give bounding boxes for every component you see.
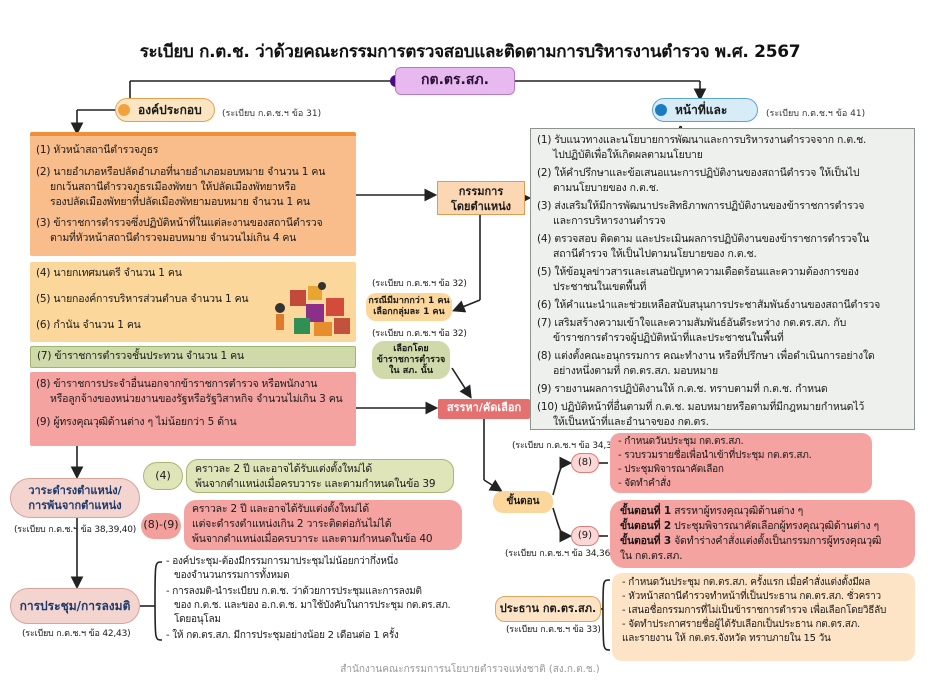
stage-label: ขั้นตอน — [493, 491, 553, 513]
chair-ref: (ระเบียบ ก.ต.ช.ฯ ข้อ 33) — [506, 625, 601, 635]
puzzle-illustration-icon — [275, 282, 350, 336]
more-than-one-pill: กรณีมีมากกว่า 1 คน เลือกกลุ่มละ 1 คน — [366, 293, 452, 321]
duty-item-2: (2) ให้คำปรึกษาและข้อเสนอแนะการปฏิบัติงา… — [537, 167, 860, 194]
composition-item-5: (5) นายกองค์การบริหารส่วนตำบล จำนวน 1 คน — [36, 293, 249, 305]
stage-8-item: - รวบรวมรายชื่อเพื่อนำเข้าที่ประชุม กต.ต… — [618, 450, 812, 461]
chair-item: - หัวหน้าสถานีตำรวจทำหน้าที่เป็นประธาน ก… — [622, 591, 881, 602]
composition-group-pink: (8) ข้าราชการประจำอื่นนอกจากข้าราชการตำร… — [30, 372, 356, 446]
chair-item: - จัดทำประกาศรายชื่อผู้ได้รับเลือกเป็นปร… — [622, 619, 860, 630]
stage-9-step-1: ขั้นตอนที่ 1 สรรหาผู้ทรงคุณวุฒิด้านต่าง … — [620, 505, 804, 517]
composition-item-1: (1) หัวหน้าสถานีตำรวจภูธร — [36, 144, 159, 156]
meeting-ref: (ระเบียบ ก.ต.ช.ฯ ข้อ 42,43) — [22, 629, 131, 639]
chosen-by-police-pill: เลือกโดย ข้าราชการตำรวจ ใน สภ. นั้น — [372, 341, 450, 379]
meeting-list: - องค์ประชุม-ต้องมีกรรมการมาประชุมไม่น้อ… — [166, 555, 456, 643]
term-ref: (ระเบียบ ก.ต.ช.ฯ ข้อ 38,39,40) — [14, 525, 137, 535]
duty-item-5: (5) ให้ข้อมูลข่าวสารและเสนอปัญหาความเดือ… — [537, 266, 859, 293]
composition-dot-icon — [118, 104, 130, 116]
main-node: กต.ตร.สภ. — [395, 67, 515, 95]
meeting-item-quorum: - องค์ประชุม-ต้องมีกรรมการมาประชุมไม่น้อ… — [166, 556, 398, 581]
composition-item-3: (3) ข้าราชการตำรวจซึ่งปฏิบัติหน้าที่ในแต… — [36, 217, 323, 244]
stage-9-step-2: ขั้นตอนที่ 2 ประชุมพิจารณาคัดเลือกผู้ทรง… — [620, 520, 879, 532]
term-text-8-9: คราวละ 2 ปี และอาจได้รับแต่งตั้งใหม่ได้ … — [184, 500, 462, 550]
composition-item-4: (4) นายกเทศมนตรี จำนวน 1 คน — [36, 267, 182, 279]
stage-8-item: - ประชุมพิจารณาคัดเลือก — [618, 464, 724, 475]
meeting-item-vote: - การลงมติ-นำระเบียบ ก.ต.ช. ว่าด้วยการปร… — [166, 586, 451, 625]
ref-32b: (ระเบียบ ก.ต.ช.ฯ ข้อ 32) — [372, 329, 467, 339]
duties-heading: หน้าที่และอำนาจ — [652, 98, 758, 139]
ref-32a: (ระเบียบ ก.ต.ช.ฯ ข้อ 32) — [372, 279, 467, 289]
footer-credit: สำนักงานคณะกรรมการนโยบายตำรวจแห่งชาติ (ส… — [340, 664, 600, 675]
stage-bubble-8: (8) — [571, 453, 599, 473]
chair-label: ประธาน กต.ตร.สภ. — [495, 596, 601, 622]
composition-item-9: (9) ผู้ทรงคุณวุฒิด้านต่าง ๆ ไม่น้อยกว่า … — [36, 416, 237, 428]
selection-label: สรรหา/คัดเลือก — [438, 399, 530, 419]
term-label: วาระดำรงตำแหน่ง/ การพ้นจากตำแหน่ง — [10, 478, 140, 518]
stage-8-item: - จัดทำคำสั่ง — [618, 478, 671, 489]
composition-item-2: (2) นายอำเภอหรือปลัดอำเภอที่นายอำเภอมอบห… — [36, 166, 326, 208]
stage-9-step-3: ขั้นตอนที่ 3 จัดทำร่างคำสั่งแต่งตั้งเป็น… — [620, 535, 882, 547]
duty-item-9: (9) รายงานผลการปฏิบัติงานให้ ก.ต.ช. ทราบ… — [537, 383, 828, 395]
chair-item: - เสนอชื่อกรรมการที่ไม่เป็นข้าราชการตำรว… — [622, 605, 887, 616]
composition-ref: (ระเบียบ ก.ต.ช.ฯ ข้อ 31) — [222, 109, 322, 119]
composition-group-green: (7) ข้าราชการตำรวจชั้นประทวน จำนวน 1 คน — [30, 346, 356, 368]
term-bubble-8-9: (8)-(9) — [141, 513, 181, 539]
chair-item: และรายงาน ให้ กต.ตร.จังหวัด ทราบภายใน 15… — [622, 633, 831, 644]
committee-by-position-label: กรรมการ โดยตำแหน่ง — [437, 181, 525, 215]
duty-item-6: (6) ให้คำแนะนำและช่วยเหลือสนับสนุนการประ… — [537, 299, 881, 311]
duties-ref: (ระเบียบ ก.ต.ช.ฯ ข้อ 41) — [766, 109, 866, 119]
stage-8-item: - กำหนดวันประชุม กต.ตร.สภ. — [618, 436, 744, 447]
composition-heading: องค์ประกอบ — [115, 98, 215, 122]
duty-item-4: (4) ตรวจสอบ ติดตาม และประเมินผลการปฏิบัต… — [537, 233, 870, 260]
duty-item-3: (3) ส่งเสริมให้มีการพัฒนาประสิทธิภาพการป… — [537, 200, 865, 227]
term-bubble-4: (4) — [143, 462, 183, 490]
duty-item-1: (1) รับแนวทางและนโยบายการพัฒนาและการบริห… — [537, 134, 867, 161]
stage-9-box: ขั้นตอนที่ 1 สรรหาผู้ทรงคุณวุฒิด้านต่าง … — [610, 500, 915, 568]
duties-box: (1) รับแนวทางและนโยบายการพัฒนาและการบริห… — [530, 128, 915, 430]
term-text-4: คราวละ 2 ปี และอาจได้รับแต่งตั้งใหม่ได้ … — [186, 459, 454, 493]
stage-bubble-9: (9) — [571, 526, 599, 546]
duty-item-7: (7) เสริมสร้างความเข้าใจและความสัมพันธ์อ… — [537, 317, 847, 344]
duty-item-8: (8) แต่งตั้งคณะอนุกรรมการ คณะทำงาน หรือท… — [537, 350, 875, 377]
meeting-item-frequency: - ให้ กต.ตร.สภ. มีการประชุมอย่างน้อย 2 เ… — [166, 630, 399, 641]
stage-8-box: - กำหนดวันประชุม กต.ตร.สภ. - รวบรวมรายชื… — [610, 433, 872, 493]
chair-box: - กำหนดวันประชุม กต.ตร.สภ. ครั้งแรก เมื่… — [612, 573, 915, 661]
meeting-label: การประชุม/การลงมติ — [10, 588, 140, 624]
duties-dot-icon — [655, 104, 667, 116]
stage-9-tail: ใน กต.ตร.สภ. — [620, 550, 683, 562]
stage-ref-9: (ระเบียบ ก.ต.ช.ฯ ข้อ 34,36) — [505, 549, 614, 559]
composition-item-8: (8) ข้าราชการประจำอื่นนอกจากข้าราชการตำร… — [36, 378, 343, 405]
chair-item: - กำหนดวันประชุม กต.ตร.สภ. ครั้งแรก เมื่… — [622, 577, 871, 588]
stage-ref-8: (ระเบียบ ก.ต.ช.ฯ ข้อ 34,35) — [512, 441, 621, 451]
page-title: ระเบียบ ก.ต.ช. ว่าด้วยคณะกรรมการตรวจสอบแ… — [139, 42, 801, 62]
composition-item-6: (6) กำนัน จำนวน 1 คน — [36, 319, 141, 331]
composition-group-orange: (1) หัวหน้าสถานีตำรวจภูธร (2) นายอำเภอหร… — [30, 132, 356, 256]
duty-item-10: (10) ปฏิบัติหน้าที่อื่นตามที่ ก.ต.ช. มอบ… — [537, 401, 865, 428]
composition-item-7: (7) ข้าราชการตำรวจชั้นประทวน จำนวน 1 คน — [37, 350, 244, 362]
